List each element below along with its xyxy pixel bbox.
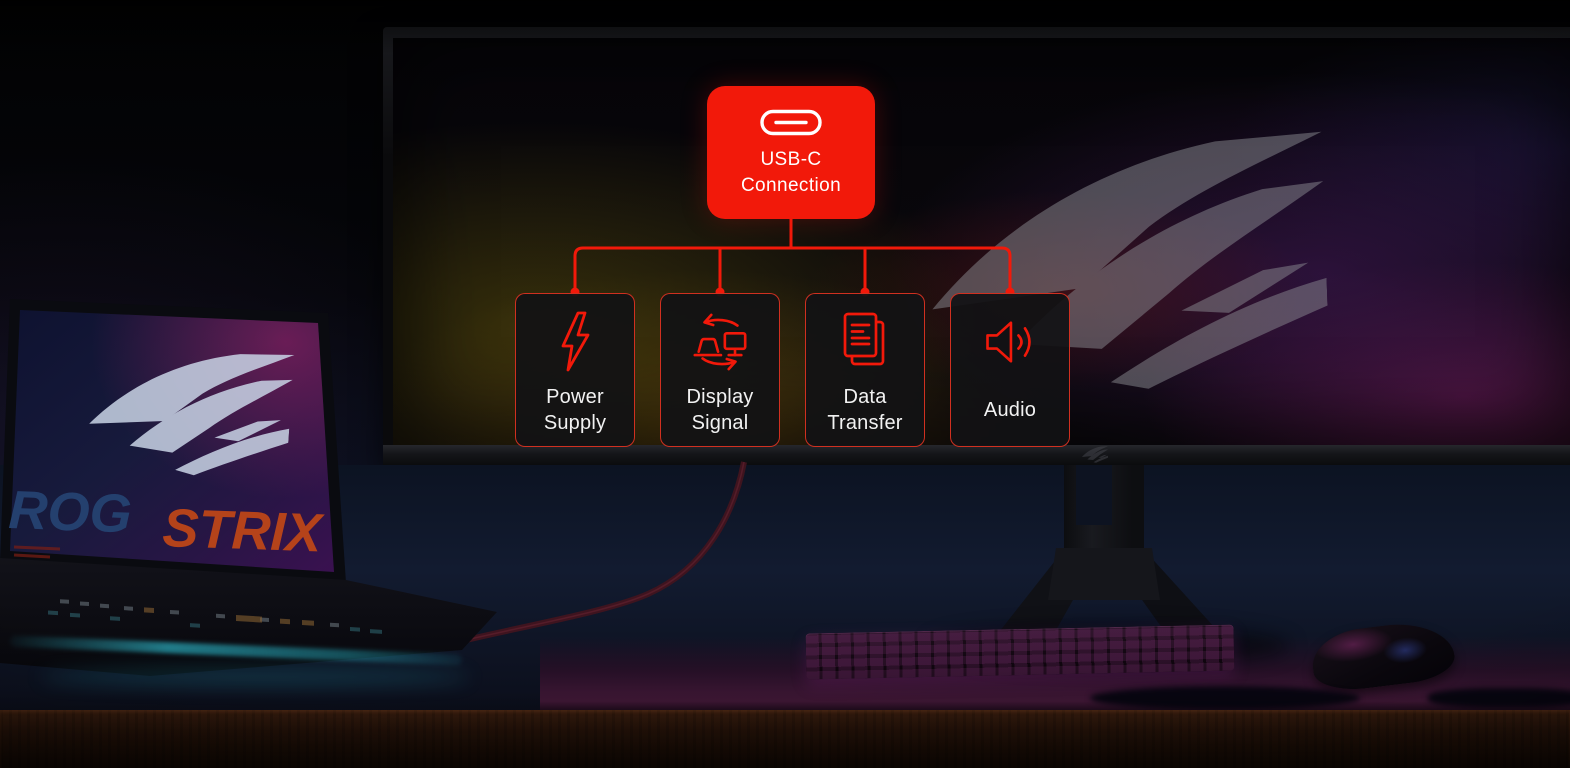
feature-label: Audio [983,399,1037,421]
laptop-screen: ROG STRIX [8,310,334,572]
laptop: ROG STRIX [0,299,497,676]
desk-surface [0,710,1570,768]
desk-shadow [1090,686,1360,710]
desk-shadow-right [1428,688,1570,708]
feature-node-display-signal: Display Signal [660,293,780,447]
feature-label: Display Signal [686,386,754,434]
usbc-connection-node: USB-C Connection [707,86,875,219]
laptop-lightbar-reflection [40,668,470,686]
feature-label: Data Transfer [827,386,903,434]
documents-icon [843,312,885,366]
power-bolt-icon [561,311,590,372]
display-sync-icon [693,313,747,371]
feature-node-power-supply: Power Supply [515,293,635,447]
feature-node-data-transfer: Data Transfer [805,293,925,447]
laptop-brand-text-rog: ROG [8,480,133,544]
laptop-brand-text-strix: STRIX [162,498,326,564]
speaker-icon [986,321,1031,363]
usbc-node-title: USB-C Connection [740,149,842,196]
usb-c-port-icon [760,109,822,136]
feature-node-audio: Audio [950,293,1070,447]
feature-label: Power Supply [543,386,607,434]
keyboard [805,624,1235,680]
